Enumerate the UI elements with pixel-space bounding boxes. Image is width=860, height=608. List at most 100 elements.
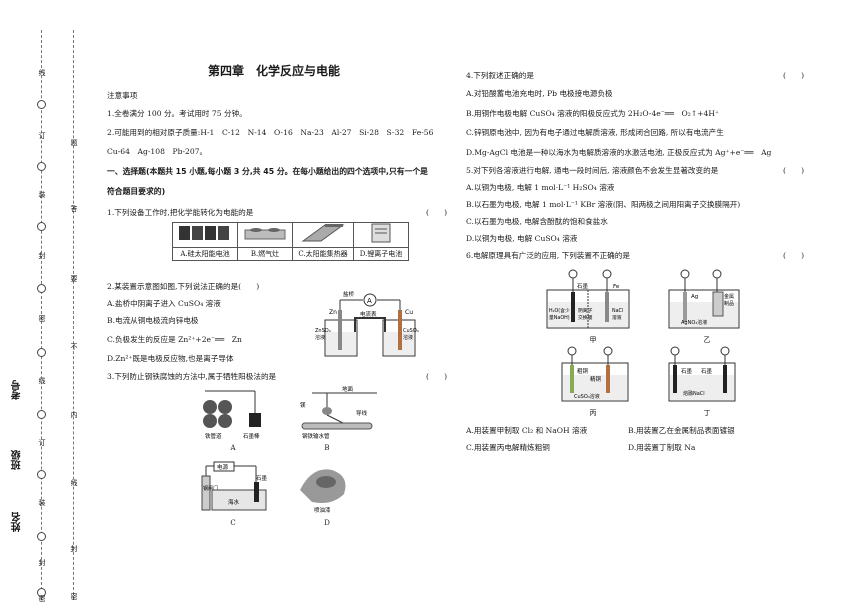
section-heading: 符合题目要求的) [107,187,166,196]
q6-option-d: D.用装置丁制取 Na [628,443,696,452]
seal-char: 线 [38,69,46,77]
seal-char: 不 [70,343,78,351]
molten-nacl-label: 熔融NaCl [683,390,705,397]
q3-figure-a: 铁管道 石墨棒 [203,390,261,440]
q5-option-a: A.以铜为电极, 电解 1 mol·L⁻¹ H₂SO₄ 溶液 [466,183,615,192]
q2-option-b: B.电流从铜电极流向锌电极 [107,316,199,325]
answer-paren[interactable]: ( ) [783,251,805,260]
seal-line-right [73,30,74,600]
q2-stem: 2.某装置示意图如图,下列说法正确的是( ) [107,282,260,291]
figure-caption: A [230,444,236,452]
figure-caption: C [230,519,236,527]
device-bing: 粗铜 精铜 CuSO₄溶液 [561,346,629,402]
seal-char: 订 [38,132,46,140]
crude-copper-label: 粗铜 [577,367,589,375]
q1-option-c: C.太阳能集热器 [292,247,354,261]
q2-option-a: A.盐桥中阴离子进入 CuSO₄ 溶液 [107,299,221,308]
membrane-label: 阴离子 [578,307,593,314]
ammeter-label: 电流表 [360,310,377,318]
metal-label: 金属 [724,293,734,300]
seal-char: 题 [70,139,78,147]
q5-option-b: B.以石墨为电极, 电解 1 mol·L⁻¹ KBr 溶液(阴、阳两极之间用阳离… [466,200,741,209]
seal-hole [37,100,46,109]
q6-option-b: B.用装置乙在金属制品表面镀银 [628,426,735,435]
notes-heading: 注意事项 [107,91,138,100]
seal-hole [37,284,46,293]
cu-electrode-label: Cu [405,309,413,316]
water-naoh-label-2: 量NaOH) [549,314,570,321]
q3-figure-b: 地面 镁 导线 钢铁输水管 [300,385,377,440]
ground-label: 地面 [342,385,354,393]
seal-char: 密 [70,593,78,601]
pure-copper-label: 精铜 [590,375,602,383]
magnesium-label: 镁 [300,401,306,409]
device-yi: Ag 金属 制品 AgNO₃溶液 [668,269,740,329]
seal-char: 线 [70,479,78,487]
product-label: 制品 [724,300,734,307]
figure-caption: D [324,519,330,527]
znso4-label: ZnSO₄ [315,328,331,334]
solar-heater-icon [301,224,345,242]
q4-option-b: B.用铜作电极电解 CuSO₄ 溶液的阳极反应式为 2H₂O-4e⁻══ O₂↑… [466,109,720,118]
q1-option-b: B.燃气灶 [237,247,293,261]
membrane-label-2: 交换膜 [578,314,593,321]
q1-options-table: A.硅太阳能电池 B.燃气灶 C.太阳能集热器 D.锂离子电池 [172,222,409,261]
binding-margin: 线 订 装 封 密 线 订 装 封 密 题 答 要 不 内 线 封 密 考号 班… [0,0,78,608]
seal-char: 订 [38,439,46,447]
graphite-label: 石墨 [577,283,589,290]
seal-char: 要 [70,275,78,283]
steel-pipe-label: 钢铁输水管 [302,432,330,440]
solar-cell-image [172,222,238,248]
wire-label: 导线 [356,409,368,417]
iron-pipe-label: 铁管道 [205,432,222,440]
class-label: 班级 [12,450,23,470]
q3-figure-c: 电源 钢闸门 海水 石墨 [201,461,268,511]
name-label: 姓名 [12,512,23,532]
spray-paint-label: 喷油漆 [314,506,331,514]
water-naoh-label: H₂O(含少 [549,307,570,314]
answer-paren[interactable]: ( ) [426,208,448,217]
figure-caption: B [324,444,330,452]
ammeter-icon [363,293,377,307]
seal-hole [37,532,46,541]
ammeter-symbol: A [367,297,372,305]
notes-line: 1.全卷满分 100 分。考试用时 75 分钟。 [107,109,247,118]
agno3-label: AgNO₃溶液 [681,319,707,326]
nacl-label: NaCl [612,308,623,314]
solar-heater-image [292,222,354,248]
q5-option-d: D.以铜为电极, 电解 CuSO₄ 溶液 [466,234,578,243]
seal-hole [37,222,46,231]
seal-char: 密 [38,315,46,323]
seal-char: 答 [70,205,78,213]
answer-paren[interactable]: ( ) [426,372,448,381]
figure-caption: 丁 [703,409,711,417]
galvanic-cell-diagram: A 电流表 盐桥 Zn Cu ZnSO₄ 溶液 CuSO₄ 溶液 [315,290,419,357]
q4-option-a: A.对铅酸蓄电池充电时, Pb 电极接电源负极 [466,89,613,98]
q6-stem: 6.电解原理具有广泛的应用, 下列装置不正确的是 [466,251,630,260]
answer-paren[interactable]: ( ) [783,166,805,175]
q2-option-c: C.负极发生的反应是 Zn²⁺+2e⁻══ Zn [107,335,242,344]
seal-char: 装 [38,499,46,507]
q5-option-c: C.以石墨为电极, 电解含酚酞的饱和食盐水 [466,217,608,226]
device-jia: 石墨 Fe H₂O(含少 量NaOH) 阴离子 交换膜 NaCl 溶液 [546,269,630,329]
cuso4-label: CuSO₄溶液 [574,393,600,400]
battery-icon [371,223,391,243]
graphite-rod-label: 石墨棒 [243,432,260,440]
figure-caption: 甲 [589,336,597,344]
seal-hole [37,470,46,479]
answer-paren[interactable]: ( ) [783,71,805,80]
q4-option-c: C.锌铜原电池中, 因为有电子通过电解质溶液, 形成闭合回路, 所以有电流产生 [466,128,724,137]
figure-caption: 丙 [589,409,597,417]
solution-label: 溶液 [403,334,413,341]
seal-hole [37,410,46,419]
q1-stem: 1.下列设备工作时,把化学能转化为电能的是 [107,208,254,217]
device-ding: 石墨 石墨 熔融NaCl [668,346,736,402]
seal-hole [37,588,46,597]
seawater-label: 海水 [228,498,240,506]
seal-hole [37,348,46,357]
gas-stove-image [237,222,293,248]
graphite-label: 石墨 [701,368,713,375]
seal-char: 封 [38,252,46,260]
student-id-label: 考号 [12,380,23,400]
q5-stem: 5.对下列各溶液进行电解, 通电一段时间后, 溶液颜色不会发生显著改变的是 [466,166,719,175]
